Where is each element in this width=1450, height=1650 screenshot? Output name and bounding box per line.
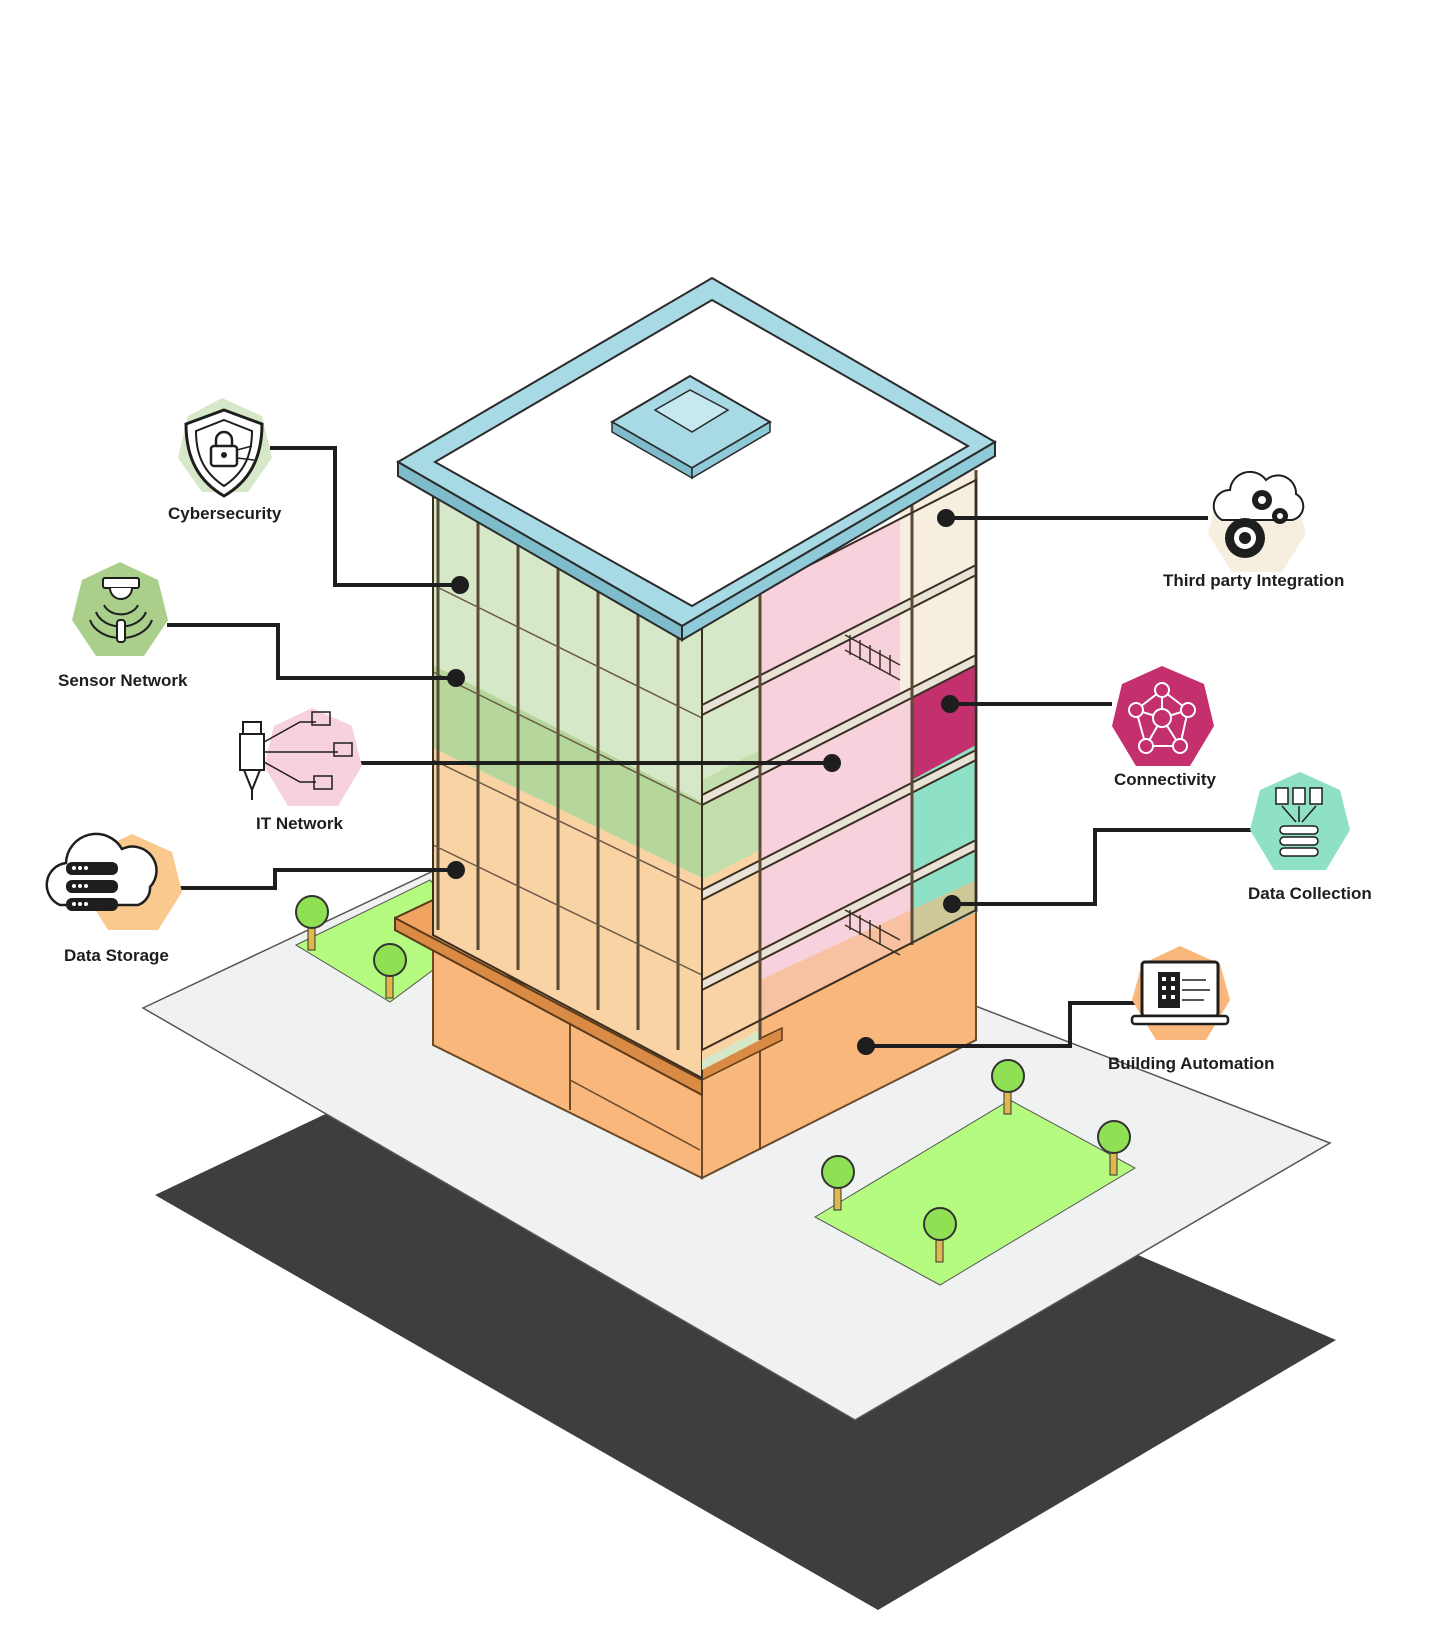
cloud-server-icon <box>45 832 182 930</box>
laptop-building-icon <box>1130 946 1230 1040</box>
tree <box>373 943 407 999</box>
tree <box>1097 1120 1131 1176</box>
leader-data-collection <box>952 828 1262 906</box>
tree <box>923 1207 957 1263</box>
left-facade <box>432 486 703 1080</box>
leader-sensor-network <box>167 623 456 680</box>
label-connectivity: Connectivity <box>1114 770 1217 789</box>
leader-lines <box>167 446 1262 1048</box>
lawn-right <box>813 1099 1137 1286</box>
label-data-collection: Data Collection <box>1248 884 1372 903</box>
network-nodes-icon <box>1112 666 1214 766</box>
label-third-party: Third party Integration <box>1163 571 1345 590</box>
label-building-automation: Building Automation <box>1108 1054 1275 1073</box>
label-cybersecurity: Cybersecurity <box>168 504 282 523</box>
data-collection-icon <box>1250 772 1350 870</box>
leader-endpoints <box>447 509 961 1055</box>
leader-building-automation <box>866 1001 1142 1048</box>
shield-lock-icon <box>178 398 272 498</box>
ethernet-network-icon <box>239 708 362 806</box>
tree <box>821 1155 855 1211</box>
label-it-network: IT Network <box>256 814 343 833</box>
tree <box>991 1059 1025 1115</box>
leader-data-storage <box>170 868 456 890</box>
tree <box>295 895 329 951</box>
leader-cybersecurity <box>270 446 460 587</box>
sensor-camera-icon <box>72 562 168 656</box>
roof <box>396 276 997 642</box>
label-sensor-network: Sensor Network <box>58 671 188 690</box>
cloud-gears-icon <box>1208 470 1306 572</box>
label-data-storage: Data Storage <box>64 946 169 965</box>
